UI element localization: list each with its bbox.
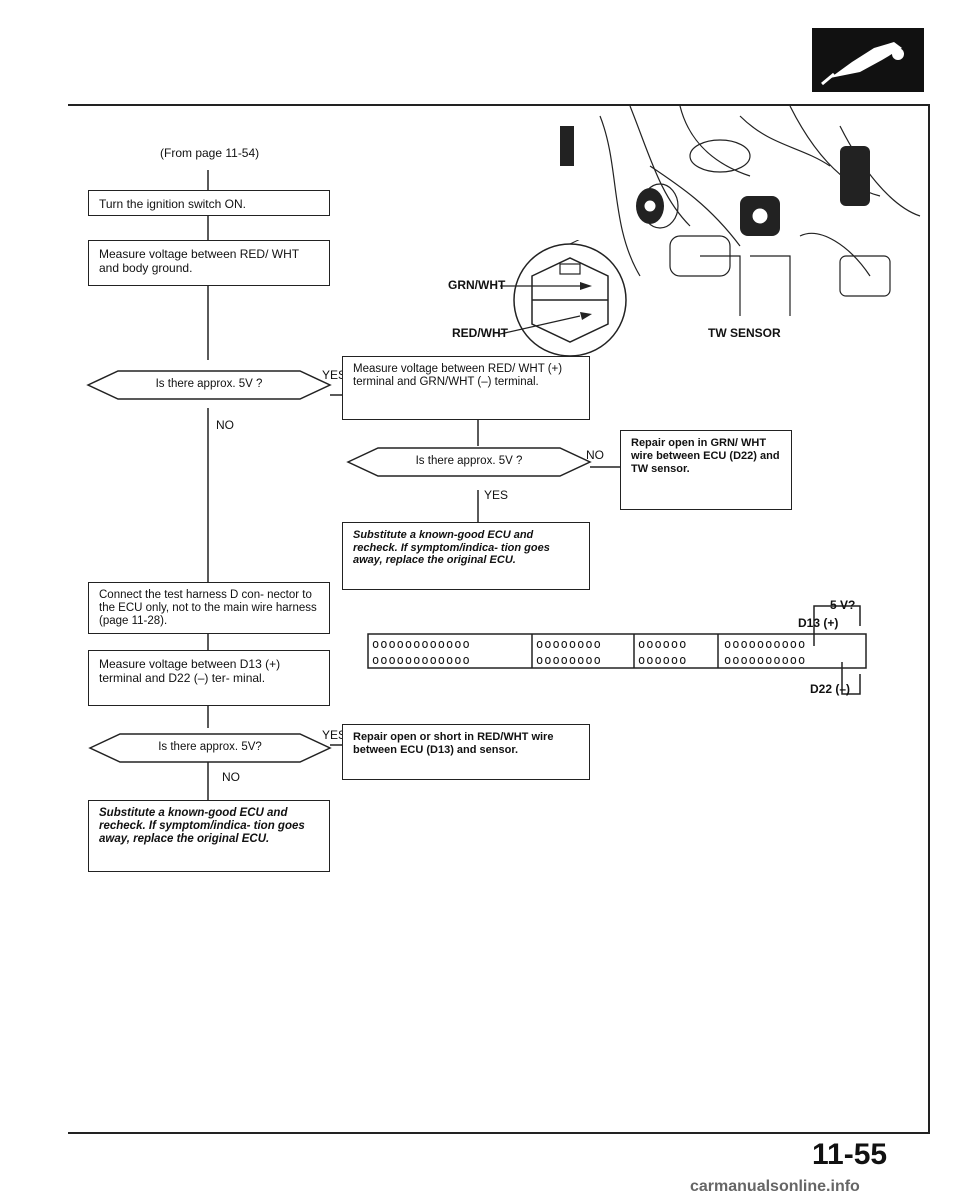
pins-top-row-2: oooooooo <box>536 637 602 651</box>
right-rule <box>928 104 930 1134</box>
fuel-injector-icon <box>812 28 924 92</box>
step-measure-red-wht-ground: Measure voltage between RED/ WHT and bod… <box>88 240 330 286</box>
page-number: 11-55 <box>812 1138 888 1171</box>
connector-5v-label: 5 V? <box>830 598 856 612</box>
pins-top-row-4: oooooooooo <box>724 637 807 651</box>
step-measure-d13-d22: Measure voltage between D13 (+) terminal… <box>88 650 330 706</box>
footer-watermark: carmanualsonline.info <box>690 1178 860 1195</box>
d22-label: D22 (–) <box>810 682 851 696</box>
top-rule <box>68 104 930 106</box>
repair-red-wht: Repair open or short in RED/WHT wire bet… <box>342 724 590 780</box>
step-connect-test-harness: Connect the test harness D con- nector t… <box>88 582 330 634</box>
decision-1-shape <box>86 370 332 400</box>
decision-3-no: NO <box>222 770 240 784</box>
grn-wht-label: GRN/WHT <box>448 278 506 292</box>
pins-top-row-1: oooooooooooo <box>372 637 471 651</box>
step-measure-red-grn: Measure voltage between RED/ WHT (+) ter… <box>342 356 590 420</box>
pins-top-row-3: oooooo <box>638 637 688 651</box>
decision-2-no: NO <box>586 448 604 462</box>
decision-3-yes: YES <box>322 728 347 742</box>
engine-illustration <box>560 106 921 316</box>
decision-1-text: Is there approx. 5V ? <box>155 378 263 390</box>
tw-sensor-label: TW SENSOR <box>708 326 781 340</box>
decision-2-text: Is there approx. 5V ? <box>415 455 523 467</box>
from-page-ref: (From page 11-54) <box>160 146 260 160</box>
pins-bottom-row-2: oooooooo <box>536 653 602 667</box>
decision-2-shape <box>346 447 592 477</box>
decision-3-text: Is there approx. 5V? <box>158 741 262 753</box>
decision-2-yes: YES <box>484 488 509 502</box>
repair-grn-wht: Repair open in GRN/ WHT wire between ECU… <box>620 430 792 510</box>
substitute-ecu-left: Substitute a known-good ECU and recheck.… <box>88 800 330 872</box>
pins-bottom-row-3: oooooo <box>638 653 688 667</box>
decision-3-shape <box>88 733 332 763</box>
d13-label: D13 (+) <box>798 616 839 630</box>
bottom-rule <box>68 1132 930 1134</box>
pins-bottom-row-1: oooooooooooo <box>372 653 471 667</box>
ecu-connector-outline <box>367 605 867 695</box>
red-wht-label: RED/WHT <box>452 326 508 340</box>
step-ignition-on: Turn the ignition switch ON. <box>88 190 330 216</box>
sensor-connector-closeup <box>500 240 627 357</box>
decision-1-yes: YES <box>322 368 347 382</box>
decision-1-no: NO <box>216 418 234 432</box>
pins-bottom-row-4: oooooooooo <box>724 653 807 667</box>
substitute-ecu-right: Substitute a known-good ECU and recheck.… <box>342 522 590 590</box>
